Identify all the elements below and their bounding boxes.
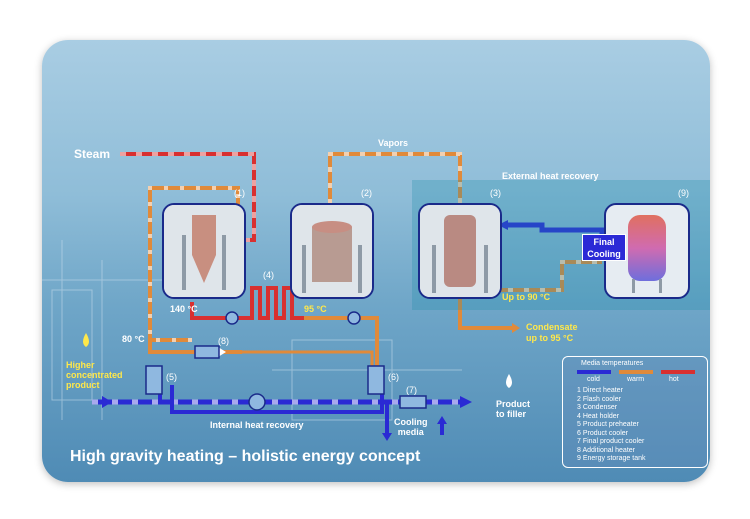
condenser-icon bbox=[420, 205, 500, 297]
cold-return bbox=[170, 385, 384, 414]
direct-heater-icon bbox=[164, 205, 244, 297]
cold-from-tank bbox=[504, 222, 605, 236]
pump-holder bbox=[225, 311, 239, 325]
temp-140-label: 140 °C bbox=[170, 304, 198, 314]
legend-swatches bbox=[577, 370, 695, 374]
final-cooling-badge: Final Cooling bbox=[582, 234, 626, 261]
additional-heater bbox=[194, 345, 220, 359]
product-to-filler-line2: to filler bbox=[496, 409, 527, 419]
warm-pipe-8b bbox=[220, 350, 374, 370]
cooling-media-line2: media bbox=[397, 427, 424, 437]
arrow-final-cooling bbox=[498, 220, 508, 230]
pump-internal bbox=[248, 393, 266, 411]
hot-pipe-holder bbox=[190, 302, 232, 320]
cooling-media-label: Cooling media bbox=[394, 417, 428, 437]
product-to-filler-line1: Product bbox=[496, 399, 531, 409]
direct-heater-image bbox=[162, 203, 246, 299]
final-product-cooler bbox=[399, 395, 427, 409]
temp-80-label: 80 °C bbox=[122, 334, 145, 344]
storage-tank-icon bbox=[628, 215, 666, 293]
flash-cooler-icon bbox=[292, 205, 372, 297]
final-cooling-line1: Final bbox=[593, 237, 615, 247]
final-cooling-line2: Cooling bbox=[587, 249, 621, 259]
number-9: (9) bbox=[678, 188, 689, 198]
arrow-to-filler bbox=[460, 396, 472, 408]
product-preheater bbox=[145, 365, 163, 395]
number-2: (2) bbox=[361, 188, 372, 198]
condensate-line1: Condensate bbox=[526, 322, 578, 332]
legend-item-2: 2 Flash cooler bbox=[577, 395, 621, 403]
vapors-label: Vapors bbox=[378, 138, 409, 148]
condensate-pipe bbox=[458, 298, 512, 330]
pipe-network bbox=[83, 152, 605, 441]
arrow-heater-8 bbox=[218, 347, 226, 357]
legend-hot-label: hot bbox=[669, 376, 679, 383]
arrow-condensate bbox=[512, 323, 520, 333]
product-cooler bbox=[367, 365, 385, 395]
droplet-icon-left bbox=[83, 333, 89, 347]
up-to-90-label: Up to 90 °C bbox=[502, 292, 551, 302]
legend-item-8: 8 Additional heater bbox=[577, 446, 635, 454]
arrow-product-in bbox=[102, 396, 112, 408]
legend-cold-label: cold bbox=[587, 376, 600, 383]
background-plant-silhouette bbox=[42, 240, 462, 421]
higher-conc-line3: product bbox=[66, 380, 100, 390]
number-1: (1) bbox=[234, 188, 245, 198]
number-8: (8) bbox=[218, 336, 229, 346]
arrow-cooling-up bbox=[437, 416, 447, 424]
legend-item-3: 3 Condenser bbox=[577, 404, 618, 411]
external-heat-recovery-label: External heat recovery bbox=[502, 171, 599, 181]
temp-95-label: 95 °C bbox=[304, 304, 327, 314]
legend-item-6: 6 Product cooler bbox=[577, 429, 628, 437]
pump-flash bbox=[347, 311, 361, 325]
diagram-canvas: Final Cooling Steam Vapors External heat… bbox=[42, 40, 710, 482]
condensate-label: Condensate up to 95 °C bbox=[526, 322, 578, 344]
storage-tank-image bbox=[604, 203, 690, 299]
arrow-cooling-down bbox=[382, 433, 392, 441]
droplet-icon-right bbox=[506, 374, 512, 388]
condenser-image bbox=[418, 203, 502, 299]
cooling-media-line1: Cooling bbox=[394, 417, 428, 427]
legend-warm-swatch bbox=[619, 370, 653, 374]
internal-heat-recovery-label: Internal heat recovery bbox=[210, 420, 304, 430]
higher-conc-line2: concentrated bbox=[66, 370, 123, 380]
legend-cold-swatch bbox=[577, 370, 611, 374]
number-4: (4) bbox=[263, 270, 274, 280]
legend-item-1: 1 Direct heater bbox=[577, 387, 623, 394]
legend-box: Media temperatures cold warm hot 1 Direc… bbox=[562, 356, 708, 468]
legend-title: Media temperatures bbox=[581, 360, 644, 367]
condensate-line2: up to 95 °C bbox=[526, 333, 574, 343]
product-to-filler-label: Product to filler bbox=[496, 399, 530, 419]
diagram-title: High gravity heating – holistic energy c… bbox=[70, 448, 421, 465]
legend-item-4: 4 Heat holder bbox=[577, 412, 620, 420]
higher-concentrated-label: Higher concentrated product bbox=[66, 360, 123, 390]
number-3: (3) bbox=[490, 188, 501, 198]
steam-label: Steam bbox=[74, 147, 111, 161]
number-5: (5) bbox=[166, 372, 177, 382]
legend-warm-label: warm bbox=[627, 376, 645, 383]
legend-item-7: 7 Final product cooler bbox=[577, 438, 645, 445]
number-7: (7) bbox=[406, 385, 417, 395]
legend-hot-swatch bbox=[661, 370, 695, 374]
legend-item-9: 9 Energy storage tank bbox=[577, 455, 646, 462]
legend-item-5: 5 Product preheater bbox=[577, 421, 639, 428]
flash-cooler-image bbox=[290, 203, 374, 299]
higher-conc-line1: Higher bbox=[66, 360, 95, 370]
number-6: (6) bbox=[388, 372, 399, 382]
warm-pipe-2-6 bbox=[360, 316, 379, 375]
